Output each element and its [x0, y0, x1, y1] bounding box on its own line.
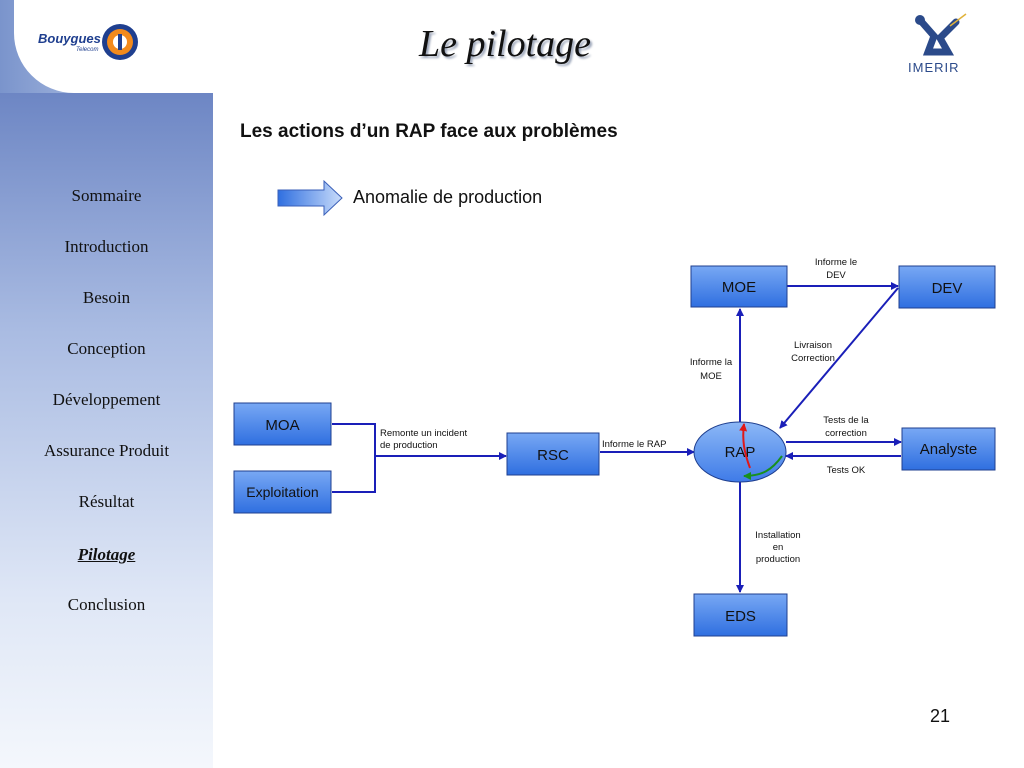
node-dev: DEV — [898, 265, 996, 309]
sidebar-item-conclusion[interactable]: Conclusion — [67, 595, 146, 614]
label-informe-moe-2: MOE — [700, 371, 722, 382]
node-exploitation: Exploitation — [233, 470, 332, 514]
label-tests-ok: Tests OK — [827, 465, 866, 476]
imerir-logo: IMERIR — [900, 12, 980, 82]
section-subtitle: Les actions d’un RAP face aux problèmes — [240, 121, 618, 142]
label-installation-3: production — [756, 554, 800, 565]
label-installation-2: en — [773, 542, 784, 553]
sidebar — [0, 93, 213, 768]
node-exploitation-label: Exploitation — [246, 484, 318, 500]
bouygues-circle-icon — [102, 24, 138, 60]
node-analyste: Analyste — [901, 427, 996, 471]
label-informe-rap: Informe le RAP — [602, 439, 666, 450]
label-livraison-1: Livraison — [794, 340, 832, 351]
sidebar-item-assurance-produit[interactable]: Assurance Produit — [43, 441, 170, 460]
node-rsc-label: RSC — [537, 447, 569, 464]
node-rap-label: RAP — [725, 444, 756, 461]
node-moe-label: MOE — [722, 279, 756, 296]
rap-loop-red-arrow — [739, 423, 751, 469]
node-eds-label: EDS — [725, 608, 756, 625]
logo-sub-text: Telecom — [76, 47, 99, 53]
sidebar-item-developpement[interactable]: Développement — [52, 390, 161, 409]
page-title: Le pilotage — [418, 23, 592, 65]
node-dev-label: DEV — [932, 280, 963, 297]
rap-loop-green-arrow — [743, 455, 783, 480]
sidebar-item-sommaire[interactable]: Sommaire — [71, 186, 142, 205]
legend-label: Anomalie de production — [353, 187, 543, 207]
node-moa-label: MOA — [265, 417, 299, 434]
sidebar-item-besoin[interactable]: Besoin — [82, 288, 131, 307]
label-livraison-2: Correction — [791, 353, 835, 364]
bouygues-telecom-logo: Bouygues Telecom — [38, 22, 142, 64]
imerir-figure-icon — [915, 13, 967, 56]
label-informe-dev-2: DEV — [826, 270, 846, 281]
label-informe-dev-1: Informe le — [815, 257, 857, 268]
label-tests-correction-2: correction — [825, 428, 867, 439]
edge-exploitation-connector — [332, 456, 376, 493]
sidebar-item-resultat[interactable]: Résultat — [78, 492, 135, 511]
node-moa: MOA — [233, 402, 332, 446]
page-number: 21 — [930, 706, 951, 726]
label-installation-1: Installation — [755, 530, 800, 541]
imerir-text: IMERIR — [908, 60, 960, 75]
node-rsc: RSC — [506, 432, 600, 476]
label-remonte-1: Remonte un incident — [380, 428, 467, 439]
header-band — [0, 0, 1024, 93]
sidebar-item-pilotage[interactable]: Pilotage — [77, 545, 136, 564]
legend-arrow-icon — [277, 179, 343, 217]
node-rap: RAP — [693, 421, 787, 483]
label-remonte-2: de production — [380, 440, 438, 451]
sidebar-item-conception[interactable]: Conception — [67, 339, 146, 358]
node-moe: MOE — [690, 265, 788, 308]
label-tests-correction-1: Tests de la — [823, 415, 869, 426]
node-analyste-label: Analyste — [920, 441, 978, 458]
edge-dev-rap — [779, 287, 899, 429]
edge-moa-connector — [332, 423, 376, 456]
sidebar-item-introduction[interactable]: Introduction — [64, 237, 149, 256]
node-eds: EDS — [693, 593, 788, 637]
logo-brand-text: Bouygues — [38, 31, 101, 46]
header-panel — [14, 0, 1024, 93]
label-informe-moe-1: Informe la — [690, 357, 733, 368]
